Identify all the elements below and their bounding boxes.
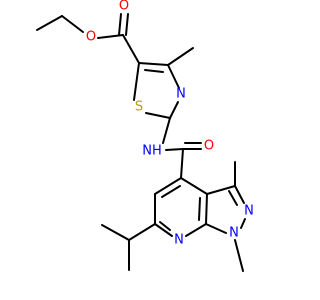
atom-n-pyrazole-1: N [229, 226, 239, 241]
bond-amide-c-c4-pyridine [180, 148, 184, 179]
bond-n7-c6-double [159, 221, 171, 231]
bond-c7a-n7 [185, 223, 207, 237]
bond-ch3-ch2 [36, 15, 63, 31]
bond-n1-c7a [205, 223, 227, 234]
atom-o-amide: O [204, 139, 214, 154]
atom-o-ester: O [86, 30, 96, 45]
bond-c5-c4-double [161, 185, 181, 198]
atom-n-pyridine: N [174, 233, 184, 248]
bond-c6-ch [128, 223, 156, 241]
bond-nh-amide-c [165, 148, 184, 151]
bond-c4-c3a [180, 177, 208, 195]
bond-n2-n1 [240, 218, 246, 229]
bond-carbonyl-double-1 [118, 13, 122, 36]
molecule-structure-diagram: O O S N NH O N N N [36, 0, 254, 272]
bond-c5-c4 [154, 177, 182, 195]
atom-n-pyrazole-2: N [244, 204, 254, 219]
bond-carbonyl-c5 [122, 34, 140, 64]
bond-s-c2 [145, 112, 171, 119]
bond-c3-n2-double [228, 190, 238, 206]
bond-c3-n2 [234, 185, 245, 204]
bond-c4-c5 [138, 62, 169, 66]
atom-s-thiazole: S [135, 100, 143, 115]
bond-c3a-c3 [206, 185, 236, 195]
bond-c2-n3 [169, 101, 179, 119]
bond-c3a-c7a-double [198, 197, 201, 221]
bond-c2-nh [162, 117, 171, 144]
bond-c5-s [133, 62, 140, 101]
bond-carbonyl-double-2 [125, 13, 129, 36]
bond-ch-ch3-a [101, 224, 130, 241]
bond-n1-methyl [234, 239, 244, 272]
bond-c3a-c7a [205, 193, 208, 225]
atom-n-thiazole: N [176, 87, 186, 102]
bond-n3-c4 [167, 64, 180, 89]
bond-c4-c5-double [144, 69, 164, 73]
atom-nh-amide: NH [142, 144, 162, 159]
atom-o-carbonyl-ester: O [119, 0, 129, 14]
bond-lines [36, 13, 246, 272]
atom-labels: O O S N NH O N N N [86, 0, 254, 248]
bond-ch2-o-ester [61, 15, 84, 33]
bond-c4-methyl [167, 47, 194, 66]
bond-n7-c6 [154, 223, 173, 237]
